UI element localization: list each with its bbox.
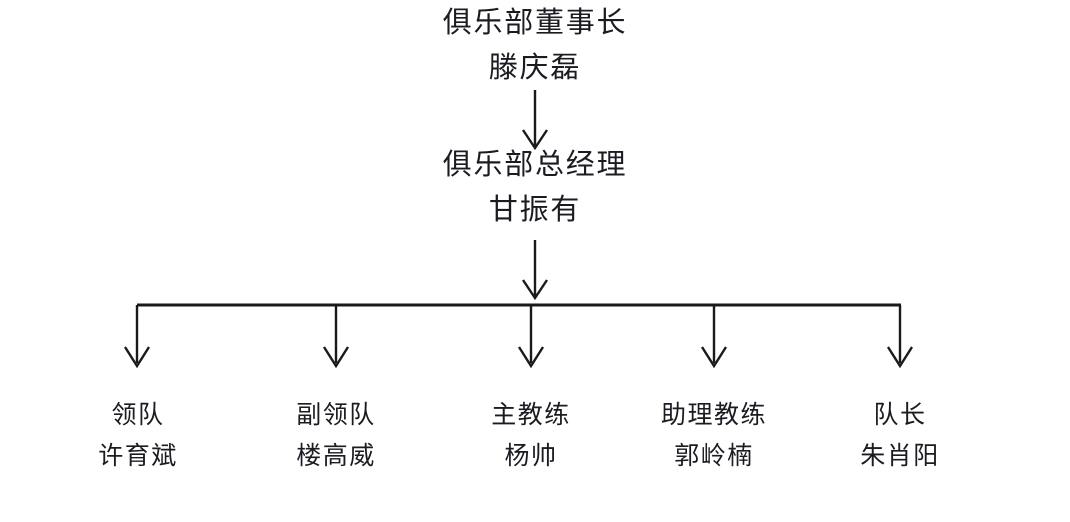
org-node-general-manager-role: 俱乐部总经理 xyxy=(442,147,628,181)
org-node-team-leader-person: 许育斌 xyxy=(98,441,178,470)
branch-arrow-1 xyxy=(322,305,350,369)
org-node-chairman-role: 俱乐部董事长 xyxy=(442,5,628,39)
org-node-assistant-coach-person: 郭岭楠 xyxy=(674,441,754,470)
org-node-team-leader-role: 领队 xyxy=(111,400,165,429)
org-node-assistant-coach-role: 助理教练 xyxy=(660,400,767,429)
arrow-chairman-to-gm xyxy=(522,90,548,151)
org-node-chairman: 俱乐部董事长 滕庆磊 xyxy=(335,8,735,82)
branch-arrow-4 xyxy=(886,305,914,369)
org-node-deputy-leader: 副领队 楼高威 xyxy=(236,402,436,468)
org-node-deputy-leader-role: 副领队 xyxy=(296,400,376,429)
org-node-deputy-leader-person: 楼高威 xyxy=(296,441,376,470)
org-node-captain-person: 朱肖阳 xyxy=(860,441,940,470)
org-node-assistant-coach: 助理教练 郭岭楠 xyxy=(614,402,814,468)
org-node-head-coach-role: 主教练 xyxy=(491,400,571,429)
org-node-general-manager-person: 甘振有 xyxy=(488,192,582,226)
org-node-head-coach: 主教练 杨帅 xyxy=(431,402,631,468)
org-node-captain-role: 队长 xyxy=(873,400,927,429)
branch-arrow-0 xyxy=(123,305,151,369)
branch-arrow-2 xyxy=(517,305,545,369)
org-node-captain: 队长 朱肖阳 xyxy=(800,402,1000,468)
org-node-general-manager: 俱乐部总经理 甘振有 xyxy=(335,150,735,224)
branch-arrow-3 xyxy=(700,305,728,369)
org-node-head-coach-person: 杨帅 xyxy=(504,441,558,470)
arrow-gm-to-bus xyxy=(522,240,548,301)
org-node-chairman-person: 滕庆磊 xyxy=(488,50,582,84)
org-node-team-leader: 领队 许育斌 xyxy=(38,402,238,468)
